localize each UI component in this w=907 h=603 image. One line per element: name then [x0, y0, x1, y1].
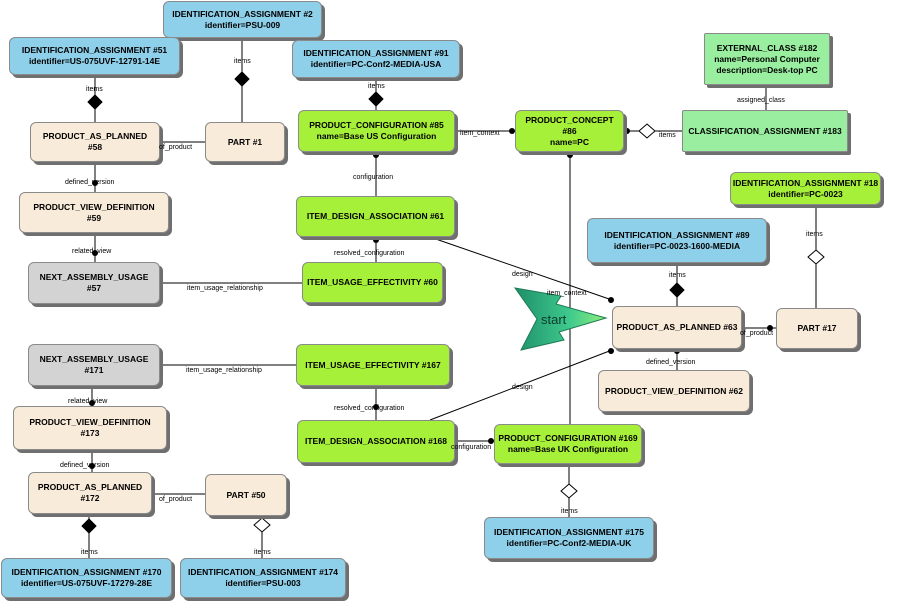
edge-label-resolved-configuration: resolved_configuration [334, 405, 405, 412]
edge-label-of-product: of_product [159, 496, 193, 503]
node-part-17[interactable]: PART #17 [776, 308, 858, 349]
node-product-as-planned-58[interactable]: PRODUCT_AS_PLANNED#58 [30, 122, 160, 162]
edge-label-design: design [512, 384, 533, 391]
edge-label-items: items [254, 549, 271, 556]
node-product-as-planned-172[interactable]: PRODUCT_AS_PLANNED#172 [28, 472, 152, 514]
node-product-view-definition-173[interactable]: PRODUCT_VIEW_DEFINITION#173 [13, 406, 167, 450]
edge-label-items: items [806, 231, 823, 238]
edge-ida61-pap63 [429, 236, 613, 301]
edge-label-items: items [86, 86, 103, 93]
start-arrow-icon [513, 287, 608, 351]
node-part-50[interactable]: PART #50 [205, 474, 287, 516]
diamond-ia170 [81, 518, 97, 534]
edge-label-items: items [234, 58, 251, 65]
node-part-1[interactable]: PART #1 [205, 122, 285, 162]
diamond-ia18 [807, 249, 825, 265]
diamond-ia175 [560, 483, 578, 499]
node-product-view-definition-62[interactable]: PRODUCT_VIEW_DEFINITION #62 [598, 370, 750, 412]
diamond-ia89 [669, 282, 685, 298]
edge-label-of-product: of_product [159, 144, 193, 151]
node-item-usage-effectivity-60[interactable]: ITEM_USAGE_EFFECTIVITY #60 [302, 262, 443, 303]
node-item-design-association-61[interactable]: ITEM_DESIGN_ASSOCIATION #61 [296, 196, 455, 237]
node-product-as-planned-63[interactable]: PRODUCT_AS_PLANNED #63 [612, 306, 742, 349]
edge-label-items: items [561, 508, 578, 515]
edge-label-items: items [368, 83, 385, 90]
edge-ida168-pap63 [429, 349, 613, 421]
start-label: start [541, 312, 567, 327]
edge-label-configuration: configuration [451, 444, 492, 451]
diamond-ca183 [638, 123, 656, 139]
edge-label-configuration: configuration [353, 174, 394, 181]
diamond-ia2 [234, 71, 250, 87]
edge-label-defined-version: defined_version [65, 179, 115, 186]
diamond-ia51 [87, 94, 103, 110]
edge-label-items: items [659, 132, 676, 139]
node-item-usage-effectivity-167[interactable]: ITEM_USAGE_EFFECTIVITY #167 [296, 344, 450, 386]
edge-label-item-usage-relationship: item_usage_relationship [187, 285, 263, 292]
edge-label-design: design [512, 271, 533, 278]
edge-label-item-context: item_context [547, 290, 587, 297]
node-next-assembly-usage-171[interactable]: NEXT_ASSEMBLY_USAGE#171 [28, 344, 160, 386]
node-next-assembly-usage-57[interactable]: NEXT_ASSEMBLY_USAGE#57 [28, 262, 160, 304]
edge-label-resolved-configuration: resolved_configuration [334, 250, 405, 257]
node-product-view-definition-59[interactable]: PRODUCT_VIEW_DEFINITION#59 [19, 192, 169, 233]
edge-label-items: items [669, 272, 686, 279]
edge-label-assigned-class: assigned_class [737, 97, 785, 104]
edge-label-item-usage-relationship: item_usage_relationship [186, 367, 262, 374]
diamond-ia91 [368, 91, 384, 107]
node-classification-assignment-183[interactable]: CLASSIFICATION_ASSIGNMENT #183 [682, 110, 848, 152]
edge-label-defined-version: defined_version [60, 462, 110, 469]
edge-label-defined-version: defined_version [646, 359, 696, 366]
edge-label-of-product: of_product [740, 330, 774, 337]
edge-label-related-view: related_view [68, 398, 108, 405]
diamond-ia174 [253, 517, 271, 533]
edge-label-related-view: related_view [72, 248, 112, 255]
edge-label-item-context: item_context [460, 130, 500, 137]
node-item-design-association-168[interactable]: ITEM_DESIGN_ASSOCIATION #168 [297, 420, 455, 463]
edge-label-items: items [81, 549, 98, 556]
